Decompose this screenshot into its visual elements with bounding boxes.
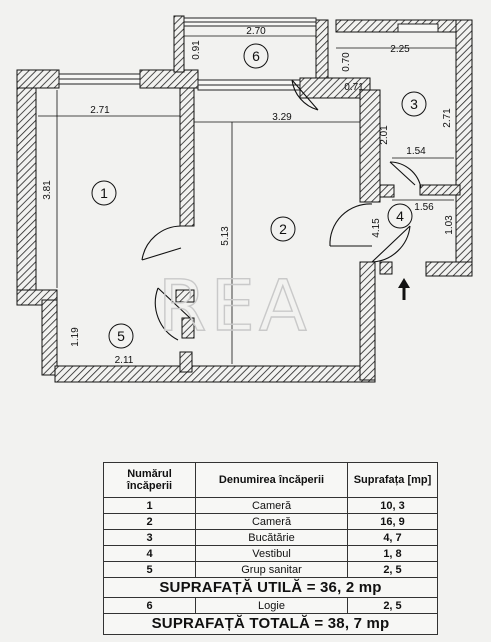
total-all: SUPRAFAȚĂ TOTALĂ = 38, 7 mp	[103, 613, 438, 635]
row-area: 4, 7	[347, 529, 438, 546]
svg-text:5: 5	[117, 328, 125, 344]
svg-text:2.71: 2.71	[442, 108, 453, 128]
svg-text:1.19: 1.19	[70, 327, 81, 347]
header-room-name: Denumirea încăperii	[195, 462, 348, 498]
total-all-row: SUPRAFAȚĂ TOTALĂ = 38, 7 mp	[103, 613, 438, 635]
floor-plan: REA 1 2.71 3.81 2 3.29 5.13 3 2.25 2.71 …	[16, 15, 473, 383]
row-area: 2, 5	[347, 561, 438, 578]
row-name: Cameră	[195, 497, 348, 514]
row-number: 6	[103, 597, 196, 614]
svg-text:3.81: 3.81	[42, 180, 53, 200]
svg-text:2.01: 2.01	[379, 125, 390, 145]
svg-text:5.13: 5.13	[220, 226, 231, 246]
svg-text:0.70: 0.70	[341, 52, 352, 72]
row-number: 2	[103, 513, 196, 530]
row-name: Grup sanitar	[195, 561, 348, 578]
table-row: 3 Bucătărie 4, 7	[103, 529, 438, 546]
svg-text:1.03: 1.03	[444, 215, 455, 235]
row-name: Logie	[195, 597, 348, 614]
row-number: 1	[103, 497, 196, 514]
walls	[16, 15, 473, 383]
svg-text:2.11: 2.11	[115, 355, 134, 366]
svg-text:0.71: 0.71	[344, 82, 364, 93]
header-room-number: Numărul încăperii	[103, 462, 196, 498]
doors	[141, 79, 422, 341]
row-number: 3	[103, 529, 196, 546]
row-number: 5	[103, 561, 196, 578]
table-row: 2 Cameră 16, 9	[103, 513, 438, 530]
total-useful-row: SUPRAFAȚĂ UTILĂ = 36, 2 mp	[103, 577, 438, 598]
room-1: 1 2.71 3.81	[42, 105, 117, 206]
room-2: 2 3.29 5.13	[220, 112, 296, 246]
row-area: 10, 3	[347, 497, 438, 514]
table-row: 5 Grup sanitar 2, 5	[103, 561, 438, 578]
windows	[58, 17, 439, 91]
row-area: 2, 5	[347, 597, 438, 614]
total-useful: SUPRAFAȚĂ UTILĂ = 36, 2 mp	[103, 577, 438, 598]
row-name: Cameră	[195, 513, 348, 530]
table-header: Numărul încăperii Denumirea încăperii Su…	[103, 462, 438, 498]
row-number: 4	[103, 545, 196, 562]
room-area-table: Numărul încăperii Denumirea încăperii Su…	[103, 462, 438, 635]
svg-text:6: 6	[252, 48, 260, 64]
entrance-arrow-icon	[398, 278, 410, 300]
svg-text:1.56: 1.56	[414, 202, 434, 213]
watermark: REA	[158, 265, 311, 347]
svg-text:2: 2	[279, 221, 287, 237]
room-5: 5 2.11 1.19	[70, 323, 134, 366]
svg-text:0.91: 0.91	[191, 40, 202, 60]
svg-text:3: 3	[410, 96, 418, 112]
table-row: 6 Logie 2, 5	[103, 597, 438, 614]
svg-text:4.15: 4.15	[371, 218, 382, 238]
room-6: 6 2.70 0.91 0.71	[191, 26, 364, 93]
table-row: 4 Vestibul 1, 8	[103, 545, 438, 562]
room-3: 3 2.25 2.71 0.70	[341, 44, 453, 128]
row-name: Bucătărie	[195, 529, 348, 546]
room-4: 4 1.54 1.56 1.03 4.15 2.01	[371, 125, 455, 238]
dimension-lines	[38, 35, 456, 364]
row-area: 16, 9	[347, 513, 438, 530]
svg-text:1.54: 1.54	[406, 146, 426, 157]
row-area: 1, 8	[347, 545, 438, 562]
svg-text:3.29: 3.29	[272, 112, 292, 123]
svg-text:4: 4	[396, 208, 404, 224]
svg-text:1: 1	[100, 185, 108, 201]
header-area: Suprafața [mp]	[347, 462, 438, 498]
row-name: Vestibul	[195, 545, 348, 562]
table-row: 1 Cameră 10, 3	[103, 497, 438, 514]
svg-text:2.71: 2.71	[90, 105, 110, 116]
svg-text:2.25: 2.25	[390, 44, 410, 55]
svg-text:2.70: 2.70	[246, 26, 266, 37]
